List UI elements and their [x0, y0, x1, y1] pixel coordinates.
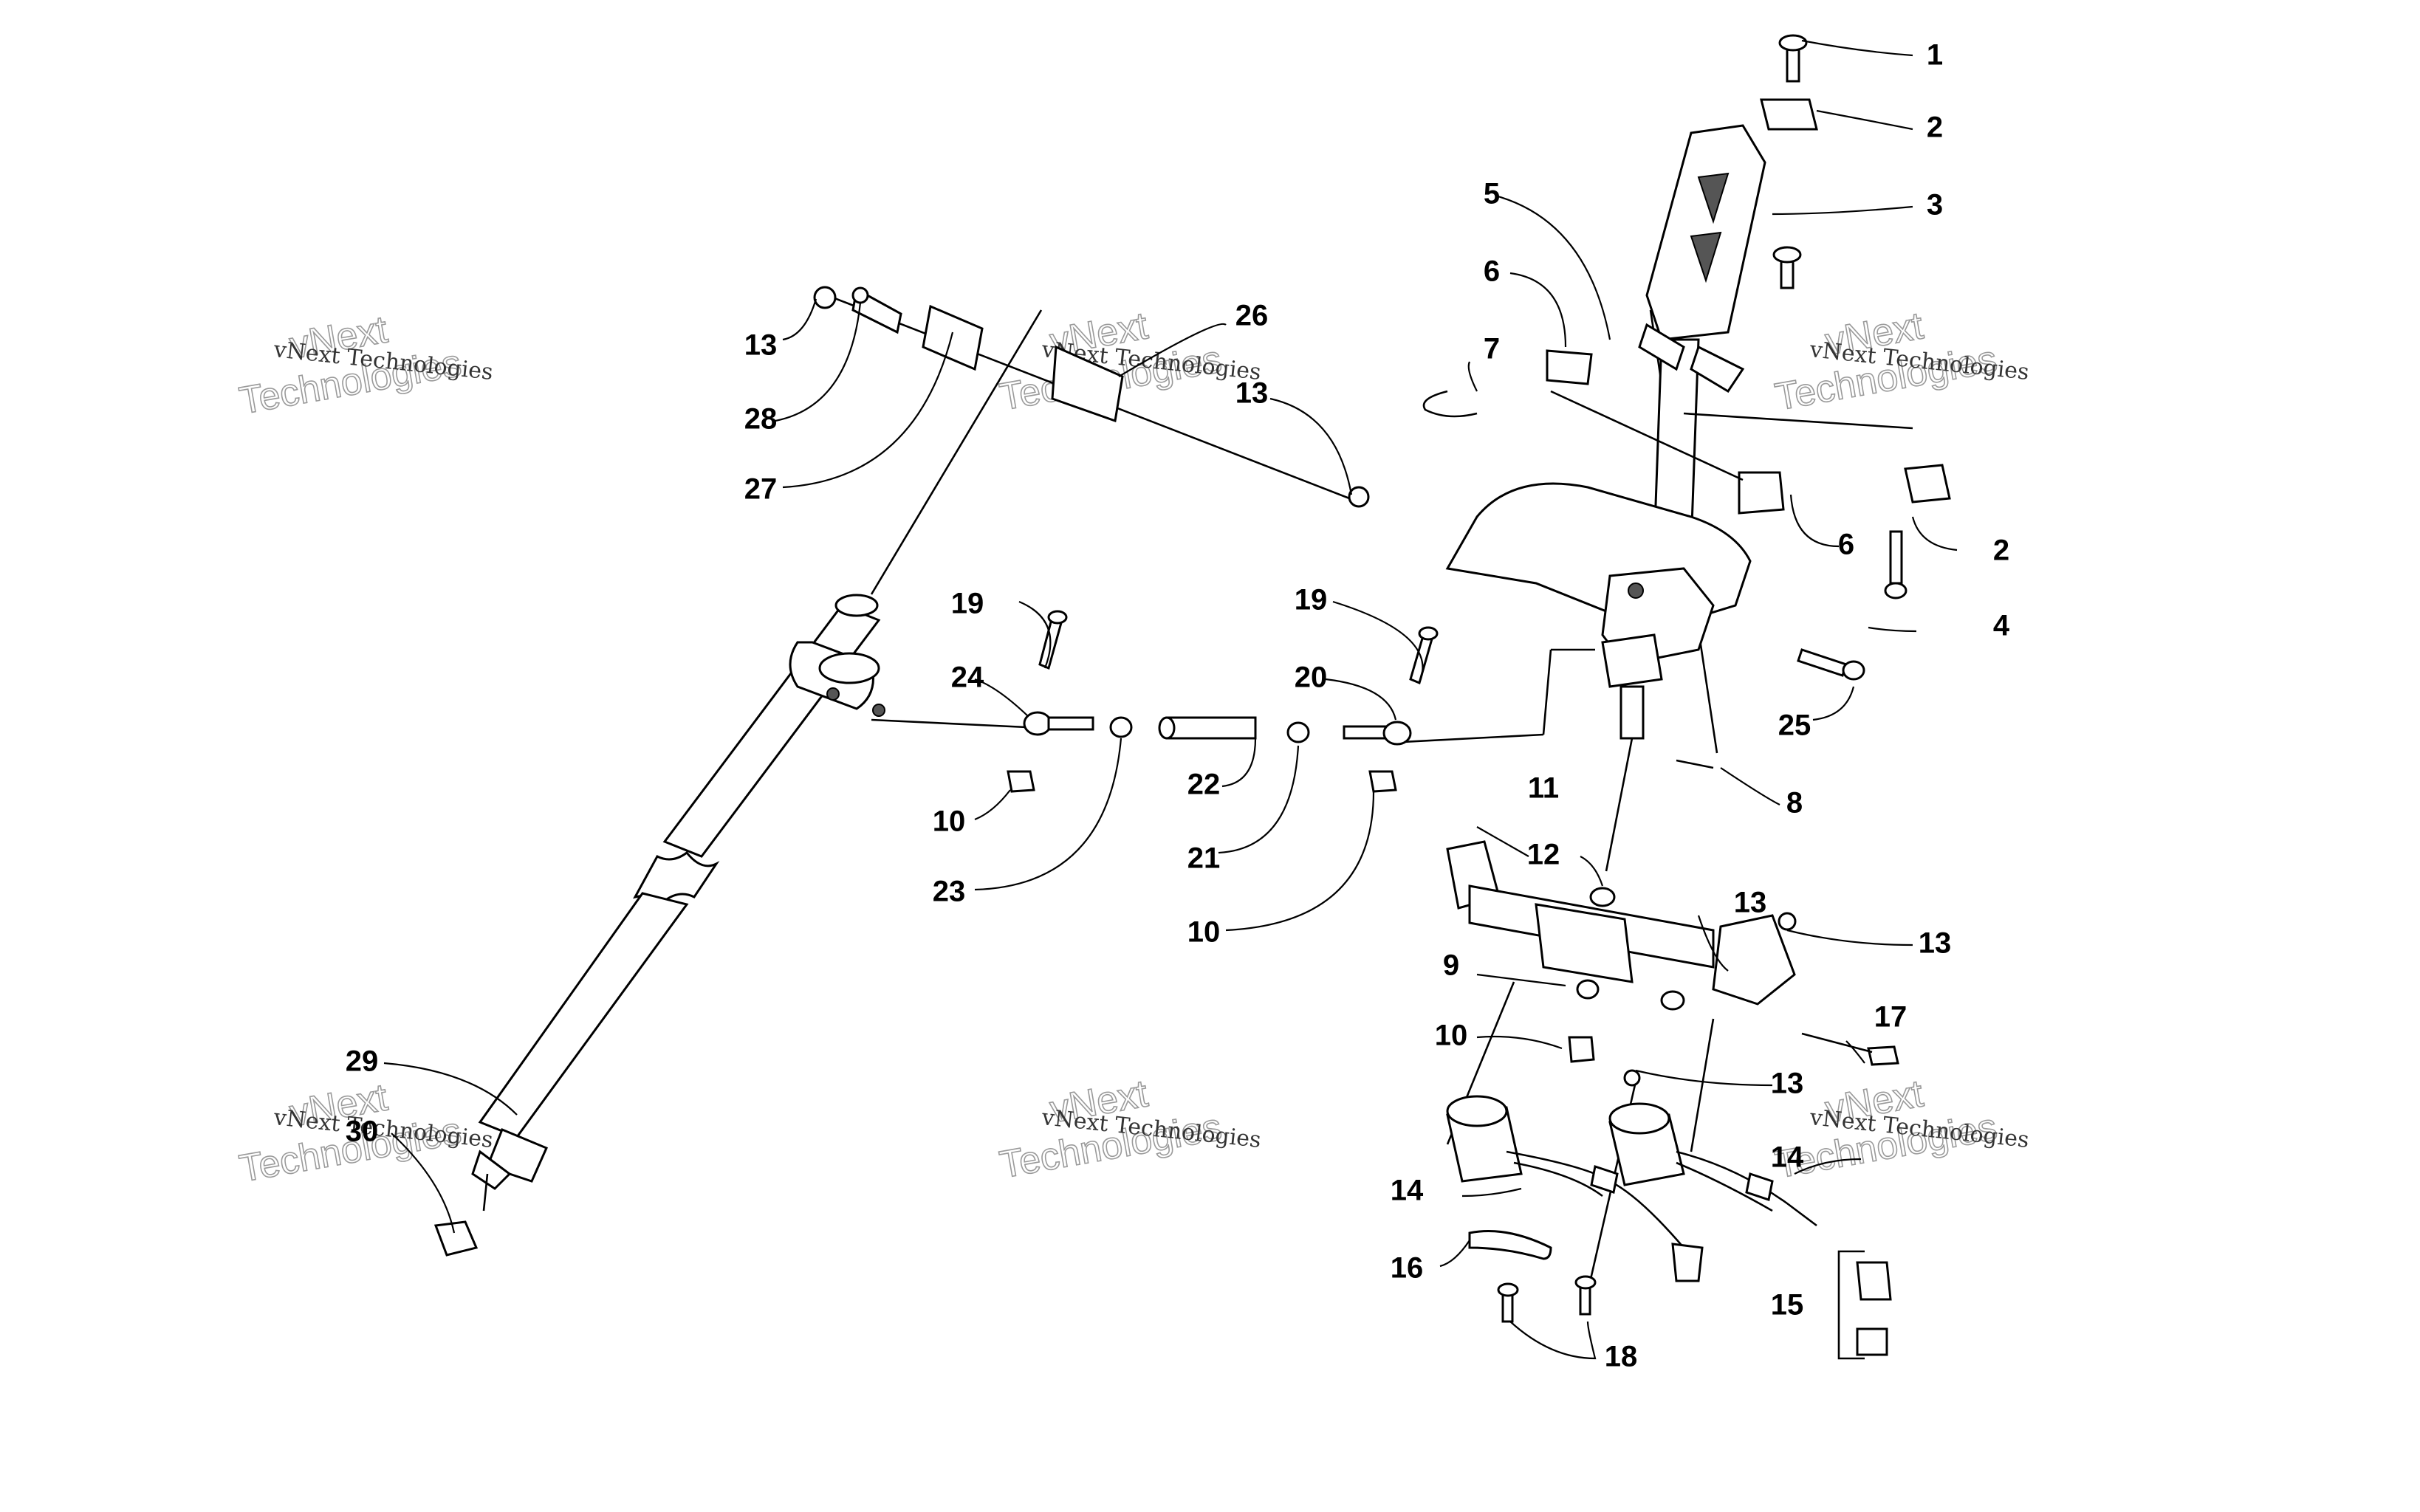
callout-2-right: 2	[1993, 535, 2009, 567]
callout-6-right: 6	[1838, 529, 1854, 561]
callout-2: 2	[1927, 111, 1943, 144]
callout-29: 29	[346, 1045, 379, 1078]
callout-26: 26	[1235, 300, 1269, 332]
callout-10-mid: 10	[1187, 916, 1221, 949]
callout-27: 27	[744, 473, 778, 506]
switch-harness-assembly	[1446, 1095, 1892, 1360]
callout-28: 28	[744, 403, 778, 436]
callout-labels: 1 2 3 5 6 7 26 13 13 28 27 6 2 4 25 8 19…	[346, 39, 2010, 1373]
callout-30: 30	[346, 1116, 379, 1148]
callout-13-upper: 13	[1235, 377, 1269, 410]
callout-13-mid: 13	[1734, 887, 1767, 919]
steering-column	[1422, 34, 1951, 872]
callout-15: 15	[1771, 1289, 1804, 1322]
callout-8: 8	[1786, 787, 1803, 819]
callout-11: 11	[1528, 772, 1559, 805]
tie-rod-assembly	[871, 610, 1595, 793]
callout-4: 4	[1993, 610, 2010, 642]
callout-19-right: 19	[1295, 584, 1328, 616]
callout-13-lower: 13	[1771, 1068, 1804, 1100]
callout-13-top-left: 13	[744, 329, 778, 362]
callout-18: 18	[1605, 1341, 1638, 1373]
callout-14-right: 14	[1771, 1141, 1804, 1174]
callout-5: 5	[1484, 178, 1500, 210]
callout-25: 25	[1778, 709, 1811, 742]
upper-link-assembly	[813, 286, 1370, 508]
callout-19-left: 19	[951, 588, 984, 620]
callout-20: 20	[1295, 662, 1328, 694]
callout-9: 9	[1443, 949, 1459, 982]
callout-24: 24	[951, 662, 984, 694]
callout-7: 7	[1484, 333, 1500, 365]
callout-22: 22	[1187, 769, 1221, 801]
callout-23: 23	[933, 876, 966, 908]
callout-17: 17	[1874, 1001, 1907, 1034]
callout-12: 12	[1527, 839, 1560, 871]
callout-16: 16	[1391, 1252, 1424, 1285]
callout-6: 6	[1484, 255, 1500, 288]
steering-post	[433, 309, 1043, 1257]
callout-10-lower: 10	[1435, 1020, 1468, 1052]
callout-10-left: 10	[933, 805, 966, 838]
leader-lines	[383, 39, 1958, 1360]
callout-21: 21	[1187, 842, 1221, 875]
lower-bracket-assembly	[1446, 840, 1899, 1293]
callout-1: 1	[1927, 39, 1943, 72]
callout-13-right: 13	[1919, 927, 1952, 960]
callout-14-left: 14	[1391, 1175, 1424, 1207]
callout-3: 3	[1927, 189, 1943, 221]
